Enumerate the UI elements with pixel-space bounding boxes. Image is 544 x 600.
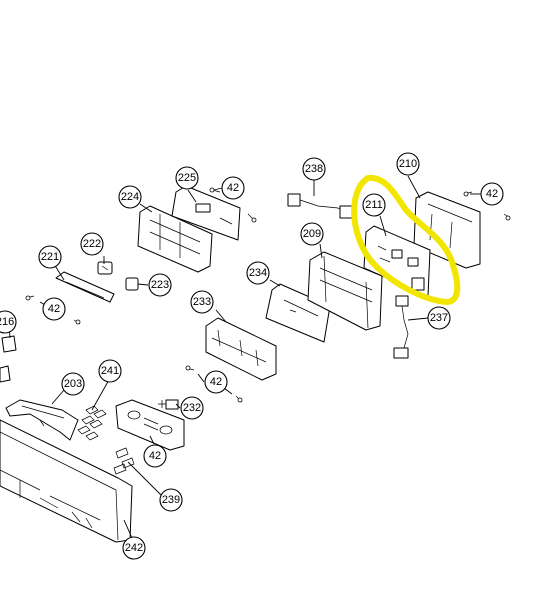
control-panel-part bbox=[0, 419, 133, 543]
harness-part bbox=[287, 193, 353, 219]
svg-text:216: 216 bbox=[0, 316, 14, 328]
callout-232: 232 bbox=[180, 396, 204, 420]
svg-text:239: 239 bbox=[162, 494, 180, 506]
callout-216: 216 bbox=[0, 310, 17, 334]
svg-text:42: 42 bbox=[149, 450, 161, 462]
callout-242: 239 bbox=[159, 488, 183, 512]
button-bracket-part bbox=[115, 399, 185, 451]
svg-text:42: 42 bbox=[486, 188, 498, 200]
callout-224: 224 bbox=[118, 185, 142, 209]
main-board-part bbox=[363, 225, 431, 297]
callout-237: 237 bbox=[427, 306, 451, 330]
callout-241: 241 bbox=[98, 359, 122, 383]
callout-234: 234 bbox=[246, 261, 270, 285]
callout-42-right: 42 bbox=[480, 182, 504, 206]
housing-part bbox=[307, 251, 383, 331]
callout-209: 209 bbox=[300, 222, 324, 246]
relay-module-part bbox=[205, 317, 277, 381]
svg-text:237: 237 bbox=[430, 312, 448, 324]
circuit-board-part bbox=[137, 205, 213, 273]
knob-part bbox=[97, 261, 113, 275]
svg-text:42: 42 bbox=[227, 182, 239, 194]
switch-part bbox=[158, 399, 179, 410]
svg-text:42: 42 bbox=[48, 303, 60, 315]
svg-text:223: 223 bbox=[151, 279, 169, 291]
callout-221: 221 bbox=[38, 245, 62, 269]
svg-text:209: 209 bbox=[303, 228, 321, 240]
svg-text:242: 242 bbox=[125, 542, 143, 554]
svg-text:234: 234 bbox=[249, 267, 267, 279]
callout-223: 223 bbox=[148, 273, 172, 297]
highlight-outline bbox=[351, 174, 461, 305]
svg-text:225: 225 bbox=[178, 172, 196, 184]
callout-239: 42 bbox=[143, 444, 167, 468]
clips-part bbox=[113, 447, 135, 475]
screw-set bbox=[25, 187, 511, 403]
svg-text:203: 203 bbox=[64, 378, 82, 390]
callout-203: 203 bbox=[61, 372, 85, 396]
svg-text:221: 221 bbox=[41, 251, 59, 263]
callout-222: 222 bbox=[80, 232, 104, 256]
callout-201: 242 bbox=[122, 536, 146, 560]
callout-42-top: 42 bbox=[221, 176, 245, 200]
callout-233: 233 bbox=[190, 290, 214, 314]
svg-text:210: 210 bbox=[399, 158, 417, 170]
svg-text:241: 241 bbox=[101, 365, 119, 377]
svg-text:232: 232 bbox=[183, 402, 201, 414]
svg-text:222: 222 bbox=[83, 238, 101, 250]
callout-211: 211 bbox=[362, 193, 386, 217]
left-bracket-part bbox=[0, 335, 17, 383]
handle-part bbox=[5, 399, 79, 441]
callout-210: 210 bbox=[396, 152, 420, 176]
display-strip-part bbox=[55, 271, 115, 303]
wire-harness-part bbox=[393, 295, 409, 359]
callout-238: 238 bbox=[302, 157, 326, 181]
svg-text:211: 211 bbox=[365, 199, 383, 211]
spring-clips-part bbox=[77, 405, 107, 441]
callout-42-left: 42 bbox=[42, 297, 66, 321]
callout-42-mid: 42 bbox=[204, 370, 228, 394]
svg-text:238: 238 bbox=[305, 163, 323, 175]
callout-225: 225 bbox=[175, 166, 199, 190]
svg-text:42: 42 bbox=[210, 376, 222, 388]
svg-text:233: 233 bbox=[193, 296, 211, 308]
knob-small-part bbox=[125, 277, 139, 291]
svg-text:224: 224 bbox=[121, 191, 139, 203]
